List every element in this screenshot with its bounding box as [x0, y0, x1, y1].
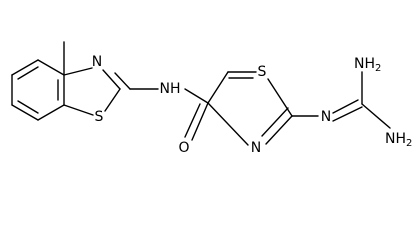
imine-n-label: N: [321, 109, 331, 125]
benzothiazole-ring: [63, 67, 131, 116]
benzene-ring: [11, 59, 65, 121]
benzothiazole-s-label: S: [95, 109, 104, 125]
amine-bottom-bond: [361, 103, 391, 129]
benzothiazole-n-label: N: [92, 54, 102, 70]
thiazole-s-label: S: [258, 64, 267, 80]
carbonyl-bond: [184, 102, 209, 141]
thiazole-ring: [207, 71, 293, 146]
chemical-structure: N S NH O S N N NH2 NH2: [11, 41, 412, 156]
guanidine-double-bond: [332, 99, 363, 122]
amide-c-bond: [184, 88, 209, 104]
amide-nh-label: NH: [160, 81, 181, 97]
carbonyl-o-label: O: [178, 140, 189, 156]
amine-bottom-label: NH2: [385, 131, 412, 149]
amine-top-label: NH2: [354, 56, 381, 74]
thiazole-n-label: N: [251, 140, 261, 156]
